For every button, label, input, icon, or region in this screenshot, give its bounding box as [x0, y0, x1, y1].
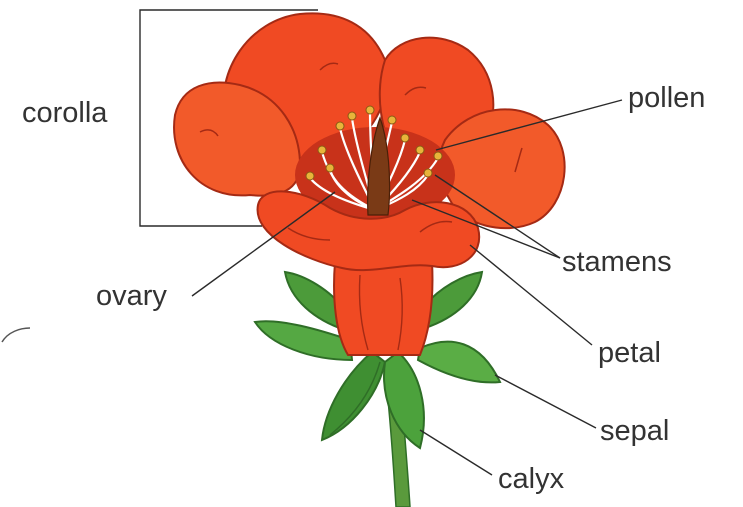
page-edge-mark: [2, 328, 30, 342]
label-petal: petal: [598, 337, 661, 369]
sepal-right: [418, 342, 500, 383]
label-calyx: calyx: [498, 463, 565, 495]
label-pollen: pollen: [628, 82, 705, 114]
label-stamens: stamens: [562, 246, 672, 278]
sepal-leader: [495, 375, 596, 428]
corolla: [174, 13, 565, 270]
label-sepal: sepal: [600, 415, 669, 447]
label-corolla: corolla: [22, 97, 108, 129]
corolla-tube: [334, 262, 432, 355]
calyx-leader: [420, 430, 492, 475]
sepal-upper-right: [425, 272, 482, 328]
sepal-front-left: [322, 352, 385, 440]
sepal-front-right: [384, 352, 424, 448]
label-ovary: ovary: [96, 280, 167, 312]
